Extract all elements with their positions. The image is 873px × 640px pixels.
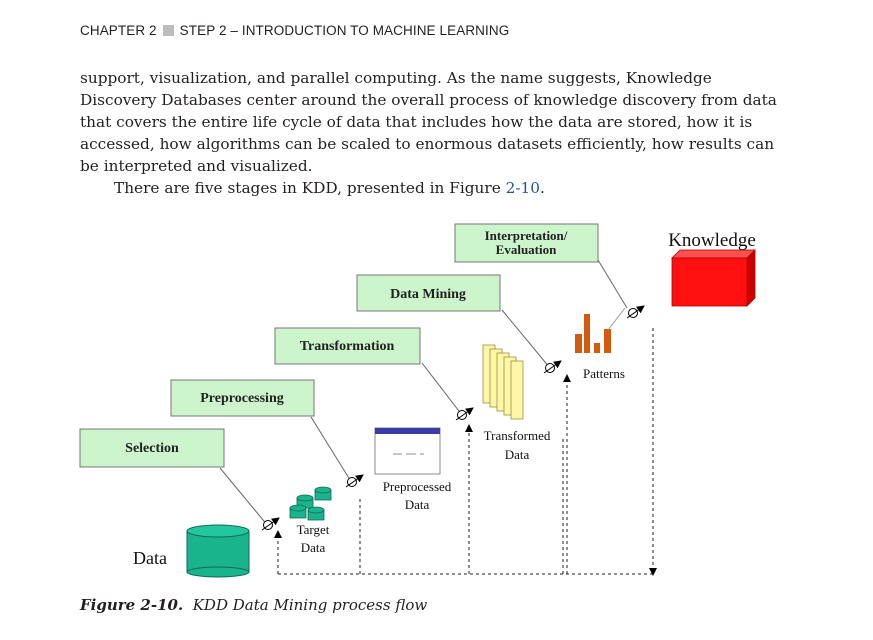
data-label: Data: [133, 548, 167, 568]
target-data-label-2: Data: [301, 540, 326, 555]
kdd-process-figure: Selection Preprocessing Transformation D…: [75, 218, 795, 588]
up-arrow-target: [274, 530, 282, 538]
transformation-connector: [421, 362, 463, 416]
stage-transformation: Transformation: [274, 327, 421, 365]
paragraph-2-end: .: [539, 179, 545, 197]
preprocessed-data-label-2: Data: [405, 497, 430, 512]
stage-selection-label: Selection: [125, 441, 179, 456]
patterns-bars-icon: [575, 314, 611, 353]
preprocessed-data-window-icon: [374, 427, 441, 475]
paragraph-2: There are five stages in KDD, presented …: [80, 177, 780, 199]
transformed-data-files-icon: [482, 344, 524, 420]
preprocessed-data-label-1: Preprocessed: [383, 479, 452, 494]
selection-connector: [219, 467, 269, 527]
stage-interpretation-label-2: Evaluation: [496, 242, 557, 257]
stage-data-mining: Data Mining: [356, 274, 501, 312]
junction-arrow-2: [345, 474, 364, 488]
paragraph-1: support, visualization, and parallel com…: [80, 69, 777, 175]
stage-preprocessing-label: Preprocessing: [200, 391, 283, 406]
up-arrow-patterns: [563, 374, 571, 382]
stage-transformation-label: Transformation: [300, 339, 395, 354]
figure-reference-link[interactable]: 2-10: [505, 179, 540, 197]
down-arrow-knowledge: [649, 568, 657, 576]
up-arrow-transformed: [465, 424, 473, 432]
knowledge-cube-icon: [671, 249, 756, 307]
figure-caption: Figure 2-10. KDD Data Mining process flo…: [80, 596, 427, 614]
chapter-label: CHAPTER 2: [80, 23, 157, 38]
stage-interpretation-label-1: Interpretation/: [485, 228, 568, 243]
junction-arrow-5: [626, 305, 645, 319]
caption-text: KDD Data Mining process flow: [192, 596, 428, 614]
target-data-icon: [289, 486, 332, 521]
junction-arrow-3: [455, 407, 474, 421]
preprocessing-connector: [310, 416, 353, 484]
stage-selection: Selection: [79, 428, 225, 468]
junction-arrow-1: [261, 517, 280, 531]
knowledge-label: Knowledge: [668, 230, 756, 251]
stage-interpretation: Interpretation/ Evaluation: [454, 223, 599, 263]
body-text: support, visualization, and parallel com…: [80, 67, 780, 199]
database-cylinder-icon: [186, 524, 250, 578]
header-separator-square: [162, 25, 174, 36]
running-header: CHAPTER 2 STEP 2 – INTRODUCTION TO MACHI…: [80, 23, 509, 38]
patterns-label: Patterns: [583, 366, 625, 381]
chapter-title: STEP 2 – INTRODUCTION TO MACHINE LEARNIN…: [179, 23, 510, 38]
target-data-label-1: Target: [297, 522, 330, 537]
transformed-data-label-1: Transformed: [484, 428, 551, 443]
transformed-data-label-2: Data: [505, 447, 530, 462]
paragraph-2-text: There are five stages in KDD, presented …: [114, 179, 506, 197]
stage-preprocessing: Preprocessing: [170, 379, 315, 417]
junction-arrow-4: [543, 360, 562, 374]
datamining-connector: [501, 309, 551, 369]
caption-label: Figure 2-10.: [80, 596, 184, 614]
stage-data-mining-label: Data Mining: [390, 287, 466, 302]
interpretation-connector: [594, 254, 628, 309]
